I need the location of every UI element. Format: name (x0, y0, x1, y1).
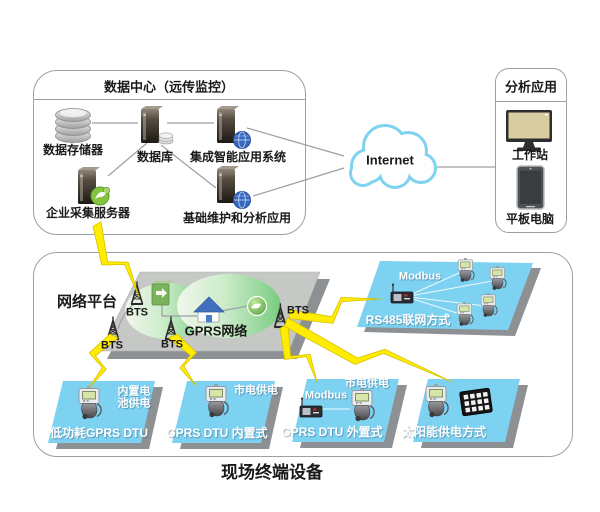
analysis-divider (496, 101, 566, 102)
maintenance-app-label: 基础维护和分析应用 (182, 211, 292, 226)
bts-4-label: BTS (287, 304, 309, 317)
workstation-label: 工作站 (511, 148, 549, 163)
analysis-title: 分析应用 (504, 79, 558, 95)
data-center-title: 数据中心（远传监控） (103, 79, 235, 95)
bts-1-label: BTS (126, 306, 148, 319)
terminal-1-power-line2: 池供电 (117, 397, 151, 410)
integrated-app-label: 集成智能应用系统 (189, 150, 287, 165)
enterprise-server-label: 企业采集服务器 (45, 206, 131, 221)
terminal-2-power-label: 市电供电 (234, 384, 278, 397)
terminal-3-power-label: 市电供电 (345, 377, 389, 390)
internet-label: Internet (366, 152, 414, 168)
network-platform-label: 网络平台 (56, 293, 118, 311)
gprs-network-label: GPRS网络 (184, 323, 248, 339)
rs485-label: RS485联网方式 (365, 313, 451, 328)
terminal-1-power-line1: 内置电 (117, 385, 151, 398)
data-center-divider (34, 99, 305, 100)
tablet-label: 平板电脑 (505, 212, 555, 227)
terminal-1-label: 低功耗GPRS DTU (49, 426, 149, 441)
terminal-4-label: 太阳能供电方式 (401, 425, 487, 440)
storage-label: 数据存储器 (42, 143, 104, 158)
bts-3-label: BTS (161, 338, 183, 351)
terminal-3-modbus-label: Modbus (304, 389, 348, 402)
terminal-2-label: GPRS DTU 内置式 (166, 426, 268, 441)
footer-title: 现场终端设备 (221, 463, 323, 483)
database-label: 数据库 (136, 150, 174, 165)
terminal-3-label: GPRS DTU 外置式 (281, 425, 383, 440)
rs485-modbus-label: Modbus (398, 270, 442, 283)
bts-2-label: BTS (101, 339, 123, 352)
